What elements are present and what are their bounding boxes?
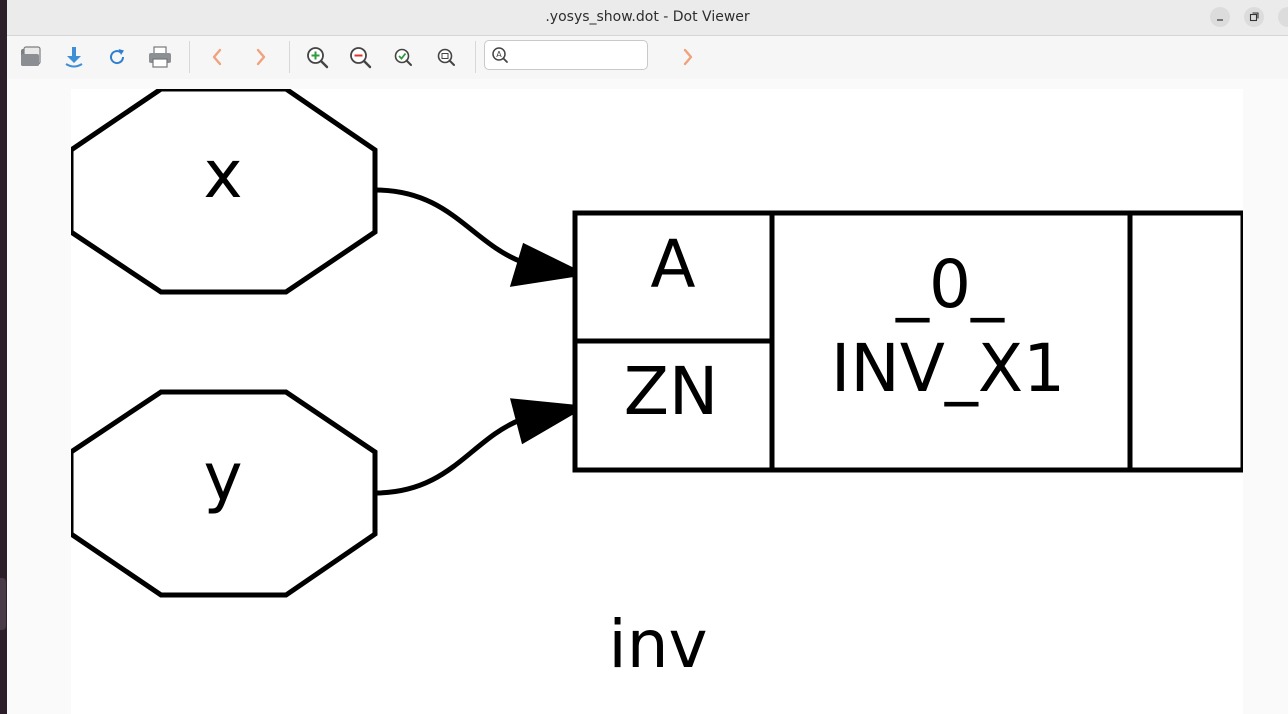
zoom-in-button[interactable] xyxy=(304,44,330,70)
search-box[interactable]: A xyxy=(484,40,648,70)
node-y-octagon[interactable] xyxy=(71,389,378,598)
back-icon xyxy=(212,48,222,66)
port-zn-label: ZN xyxy=(624,353,719,430)
save-button[interactable] xyxy=(61,44,87,70)
edge-x-arrowhead xyxy=(509,242,588,287)
zoom-fit-button[interactable] xyxy=(390,44,416,70)
save-icon xyxy=(65,47,83,68)
desktop-edge xyxy=(0,0,7,714)
svg-text:A: A xyxy=(496,50,502,59)
forward-icon xyxy=(256,48,266,66)
edge-x-to-a xyxy=(374,187,523,265)
print-icon xyxy=(149,46,171,68)
port-a-label: A xyxy=(650,226,695,303)
restore-icon xyxy=(1249,12,1259,22)
node-x-octagon[interactable] xyxy=(71,89,378,295)
dock-indicator xyxy=(0,578,6,630)
zoom-out-button[interactable] xyxy=(347,44,373,70)
reload-icon xyxy=(110,49,125,65)
zoom-out-icon xyxy=(350,47,372,69)
find-next-icon xyxy=(683,48,693,66)
title-bar: .yosys_show.dot - Dot Viewer xyxy=(7,0,1288,36)
open-icon xyxy=(21,46,41,66)
zoom-100-button[interactable] xyxy=(433,44,459,70)
search-icon: A xyxy=(492,47,508,63)
graph-canvas[interactable]: x y A ZN _0_ INV_X1 inv xyxy=(71,89,1243,714)
cell-type-label: INV_X1 xyxy=(831,330,1065,407)
zoom-100-icon xyxy=(437,48,455,66)
search-input[interactable] xyxy=(511,45,645,67)
edge-y-arrowhead xyxy=(510,398,588,445)
node-x-label: x xyxy=(203,136,242,213)
toolbar-separator xyxy=(189,41,190,73)
toolbar-separator xyxy=(475,41,476,73)
cell-name-label: _0_ xyxy=(895,246,1005,323)
close-button[interactable] xyxy=(1278,7,1288,27)
edge-y-to-zn xyxy=(374,417,521,496)
maximize-button[interactable] xyxy=(1244,7,1264,27)
reload-button[interactable] xyxy=(104,44,130,70)
zoom-in-icon xyxy=(307,47,329,69)
minimize-icon xyxy=(1217,19,1223,21)
forward-button[interactable] xyxy=(248,44,274,70)
zoom-fit-icon xyxy=(394,48,412,66)
open-button[interactable] xyxy=(18,44,44,70)
print-button[interactable] xyxy=(147,44,173,70)
minimize-button[interactable] xyxy=(1210,7,1230,27)
find-next-button[interactable] xyxy=(675,44,701,70)
node-y-label: y xyxy=(203,439,242,516)
window-title: .yosys_show.dot - Dot Viewer xyxy=(545,9,750,25)
toolbar: A xyxy=(7,36,1288,79)
graph-svg: x y A ZN _0_ INV_X1 inv xyxy=(71,89,1243,683)
module-label: inv xyxy=(608,606,707,683)
back-button[interactable] xyxy=(204,44,230,70)
toolbar-separator xyxy=(289,41,290,73)
